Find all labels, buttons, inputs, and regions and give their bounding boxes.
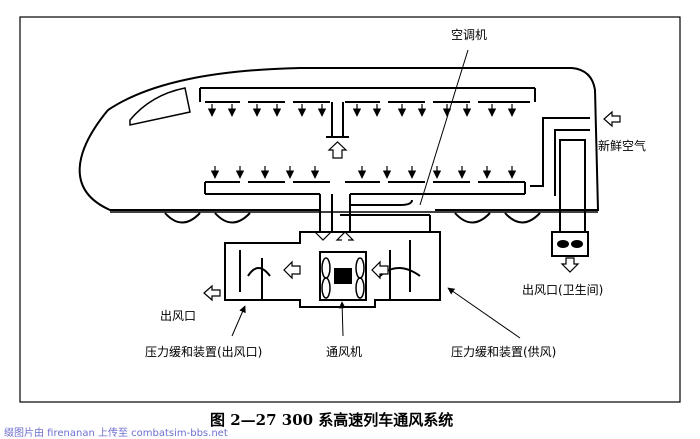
toilet-fan-blade-right: [571, 240, 583, 248]
central-riser: [326, 102, 349, 138]
train-roof-outline: [107, 67, 600, 211]
toilet-outlet-box: [551, 231, 589, 257]
down-arrow-to-fan: [313, 231, 333, 241]
downcomer-ducts: [319, 194, 431, 232]
unit-flow-arrow-right: [371, 260, 389, 280]
lower-duct: [204, 181, 526, 195]
up-arrow-from-fan: [335, 231, 355, 241]
fan-motor: [334, 268, 352, 284]
label-outlet-toilet: 出风口(卫生间): [522, 283, 604, 297]
figure-caption: 图 2—27 300 系高速列车通风系统: [210, 411, 454, 429]
lower-inlet-arrows: [210, 166, 517, 179]
upper-duct: [199, 87, 536, 102]
label-outlet: 出风口: [160, 309, 197, 323]
leader-lines: [231, 49, 521, 339]
upper-outlet-arrows: [207, 104, 517, 117]
train-nose-outline: [78, 109, 320, 211]
exhaust-outlet-arrow: [203, 284, 221, 302]
toilet-fan-blade-left: [557, 240, 569, 248]
label-air-conditioner: 空调机: [451, 28, 488, 42]
wheel-arcs: [164, 212, 541, 224]
label-fresh-air: 新鲜空气: [598, 139, 647, 153]
fan-housing: [319, 251, 367, 301]
label-pressure-buffer-outlet: 压力缓和装置(出风口): [145, 345, 263, 359]
windshield: [129, 87, 191, 126]
toilet-outlet-arrow: [560, 257, 580, 273]
watermark: 缀图片由 firenanan 上传至 combatsim-bbs.net: [4, 428, 228, 439]
label-pressure-buffer-supply: 压力缓和装置(供风): [451, 345, 557, 359]
fresh-air-arrow: [603, 110, 621, 128]
underfloor-unit: [224, 231, 441, 308]
fan-blades: [321, 257, 365, 299]
label-ventilation-fan: 通风机: [326, 345, 363, 359]
unit-flow-arrow-left: [283, 260, 301, 280]
riser-up-arrow: [327, 141, 348, 159]
diagram-frame: [19, 16, 681, 403]
